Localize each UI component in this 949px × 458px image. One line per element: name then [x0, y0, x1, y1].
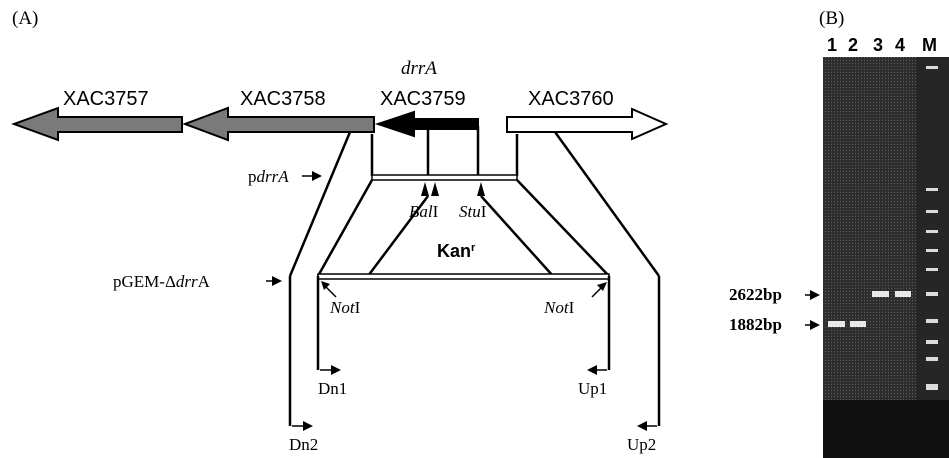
gene-label-xac3759: XAC3759: [380, 88, 466, 110]
up1-arrowhead: [587, 365, 597, 375]
ladder-band: [926, 340, 938, 344]
dn1-label: Dn1: [318, 379, 347, 398]
drra-label: drrA: [401, 58, 437, 79]
lane-label-1: 1: [827, 35, 837, 55]
lane-label-4: 4: [895, 35, 905, 55]
gene-arrow-xac3757: [14, 108, 182, 140]
band-lane3: [872, 291, 889, 297]
lane-label-2: 2: [848, 35, 858, 55]
lane-label-m: M: [922, 35, 937, 55]
up2-span-line: [555, 132, 659, 276]
up1-label: Up1: [578, 379, 607, 398]
ladder-band: [926, 230, 938, 233]
gene-arrow-xac3760: [507, 109, 666, 139]
marker-lane: [916, 57, 949, 400]
gel-bottom: [823, 400, 949, 458]
pdrra-arrowhead: [312, 171, 322, 181]
bal-label: BalI: [409, 202, 439, 221]
band-lane4: [895, 291, 911, 297]
dn1-arrowhead: [331, 365, 341, 375]
pgem-fragment: [318, 274, 609, 279]
band-lane2: [850, 321, 866, 327]
not-right-label: NotI: [543, 298, 575, 317]
ladder-band: [926, 66, 938, 69]
panel-b-label: (B): [819, 8, 844, 29]
bal-site-arrow-2: [431, 182, 439, 196]
kan-left-side: [368, 196, 428, 276]
marker-1882-arrowhead: [810, 320, 820, 330]
gene-arrow-xac3758: [185, 108, 374, 140]
panel-a-label: (A): [12, 8, 38, 29]
gel-image: [823, 57, 949, 458]
dn2-arrowhead: [303, 421, 313, 431]
ladder-band: [926, 319, 938, 323]
flank-left-line: [318, 180, 372, 276]
ladder-band: [926, 357, 938, 361]
ladder-band: [926, 249, 938, 252]
lane-label-3: 3: [873, 35, 883, 55]
not-left-label: NotI: [329, 298, 361, 317]
up2-label: Up2: [627, 435, 656, 454]
ladder-band: [926, 210, 938, 213]
flank-right-line: [517, 180, 609, 276]
pgem-arrowhead: [272, 276, 282, 286]
marker-2622-arrowhead: [810, 290, 820, 300]
marker-1882bp: 1882bp: [729, 315, 782, 334]
gene-label-xac3758: XAC3758: [240, 88, 326, 110]
stu-label: StuI: [459, 202, 487, 221]
pdrra-fragment: [372, 175, 517, 180]
stu-site-arrow: [477, 182, 485, 196]
up2-arrowhead: [637, 421, 647, 431]
marker-2622bp: 2622bp: [729, 285, 782, 304]
dn2-label: Dn2: [289, 435, 318, 454]
pdrra-label: pdrrA: [248, 167, 289, 186]
band-lane1: [828, 321, 845, 327]
kan-label: Kanr: [437, 241, 476, 261]
ladder-band: [926, 268, 938, 271]
gene-label-xac3760: XAC3760: [528, 88, 614, 110]
dn2-span-line: [290, 132, 350, 276]
bal-site-arrow-1: [421, 182, 429, 196]
gene-label-xac3757: XAC3757: [63, 88, 149, 110]
ladder-band: [926, 292, 938, 296]
pgem-label: pGEM-ΔdrrA: [113, 272, 211, 291]
ladder-band: [926, 384, 938, 390]
ladder-band: [926, 188, 938, 191]
